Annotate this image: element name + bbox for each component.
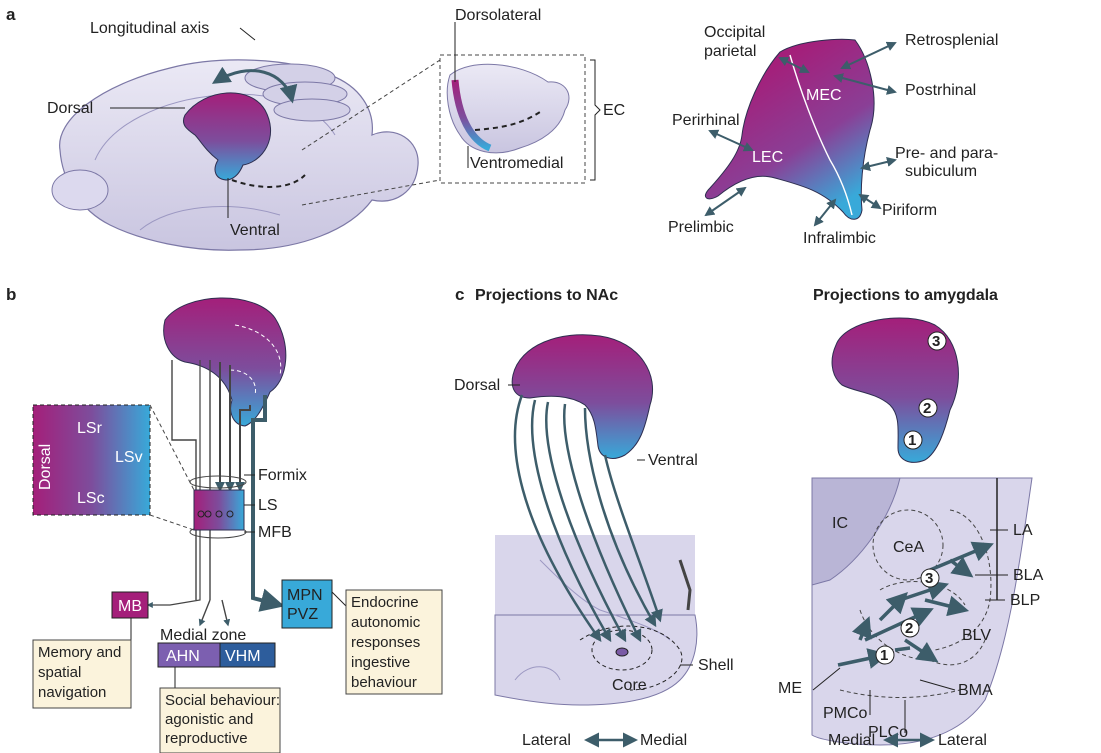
label-infralimbic: Infralimbic — [803, 230, 876, 247]
label-dorsal-ls: Dorsal — [37, 444, 54, 490]
label-prepara-line2: subiculum — [905, 163, 977, 180]
label-ventral-c: Ventral — [648, 452, 698, 469]
label-mec: MEC — [806, 87, 842, 104]
label-lsc: LSc — [77, 490, 105, 507]
note-endocrine-line1: Endocrine — [351, 594, 419, 611]
label-pmco: PMCo — [823, 705, 868, 722]
note-endocrine-line2: autonomic — [351, 614, 421, 631]
label-mfb: MFB — [258, 524, 292, 541]
label-ec: EC — [603, 102, 625, 119]
label-medial-zone: Medial zone — [160, 627, 246, 644]
label-postrhinal: Postrhinal — [905, 82, 976, 99]
label-lateral-amyg: Lateral — [938, 732, 987, 749]
title-projections-amygdala: Projections to amygdala — [813, 287, 998, 304]
note-memory-line3: navigation — [38, 684, 106, 701]
label-shell: Shell — [698, 657, 734, 674]
label-lateral-nac: Lateral — [522, 732, 571, 749]
label-piriform: Piriform — [882, 202, 937, 219]
label-ventral-a: Ventral — [230, 222, 280, 239]
title-projections-nac: Projections to NAc — [475, 287, 618, 304]
label-core: Core — [612, 677, 647, 694]
note-social-line3: reproductive — [165, 730, 248, 747]
label-lec: LEC — [752, 149, 783, 166]
label-occipital-line1: Occipital — [704, 24, 765, 41]
label-cea: CeA — [893, 539, 924, 556]
note-social-line1: Social behaviour: — [165, 692, 280, 709]
label-formix: Formix — [258, 467, 307, 484]
label-ahn: AHN — [166, 648, 200, 665]
label-ls: LS — [258, 497, 278, 514]
note-memory-line1: Memory and — [38, 644, 121, 661]
label-mb: MB — [118, 598, 142, 615]
note-memory-line2: spatial — [38, 664, 81, 681]
panel-a-letter: a — [6, 5, 16, 24]
label-medial-amyg: Medial — [828, 732, 875, 749]
label-lsr: LSr — [77, 420, 103, 437]
entorhinal-cortex-shape — [705, 39, 874, 219]
hippocampus-shape-b — [164, 298, 286, 426]
badge-1-top-text: 1 — [908, 432, 916, 449]
label-lsv: LSv — [115, 449, 143, 466]
label-blv: BLV — [962, 627, 991, 644]
badge-3-top-text: 3 — [932, 333, 940, 350]
label-dorsolateral: Dorsolateral — [455, 7, 541, 24]
nac-section — [495, 535, 695, 615]
label-pvz: PVZ — [287, 606, 318, 623]
label-occipital-line2: parietal — [704, 43, 756, 60]
note-endocrine-line4: ingestive — [351, 654, 410, 671]
label-bla: BLA — [1013, 567, 1044, 584]
note-social-line2: agonistic and — [165, 711, 253, 728]
label-medial-nac: Medial — [640, 732, 687, 749]
label-vhm: VHM — [225, 648, 261, 665]
label-dorsal-a: Dorsal — [47, 100, 93, 117]
label-mpn: MPN — [287, 587, 323, 604]
badge-1-amyg-text: 1 — [880, 647, 888, 664]
panel-b-letter: b — [6, 285, 16, 304]
label-ic: IC — [832, 515, 848, 532]
label-prepara-line1: Pre- and para- — [895, 145, 998, 162]
label-longitudinal-axis: Longitudinal axis — [90, 20, 209, 37]
badge-2-top-text: 2 — [923, 400, 931, 417]
lateral-septum-box — [194, 490, 244, 530]
note-endocrine-line3: responses — [351, 634, 420, 651]
label-me: ME — [778, 680, 802, 697]
panel-c-letter: c — [455, 285, 464, 304]
label-prelimbic: Prelimbic — [668, 219, 734, 236]
badge-2-amyg-text: 2 — [905, 620, 913, 637]
label-la: LA — [1013, 522, 1033, 539]
badge-3-amyg-text: 3 — [925, 570, 933, 587]
note-endocrine-line5: behaviour — [351, 674, 417, 691]
label-perirhinal: Perirhinal — [672, 112, 740, 129]
label-dorsal-c: Dorsal — [454, 377, 500, 394]
label-retrosplenial: Retrosplenial — [905, 32, 998, 49]
label-bma: BMA — [958, 682, 993, 699]
zoom-brain — [447, 64, 569, 153]
label-ventromedial: Ventromedial — [470, 155, 563, 172]
label-blp: BLP — [1010, 592, 1040, 609]
